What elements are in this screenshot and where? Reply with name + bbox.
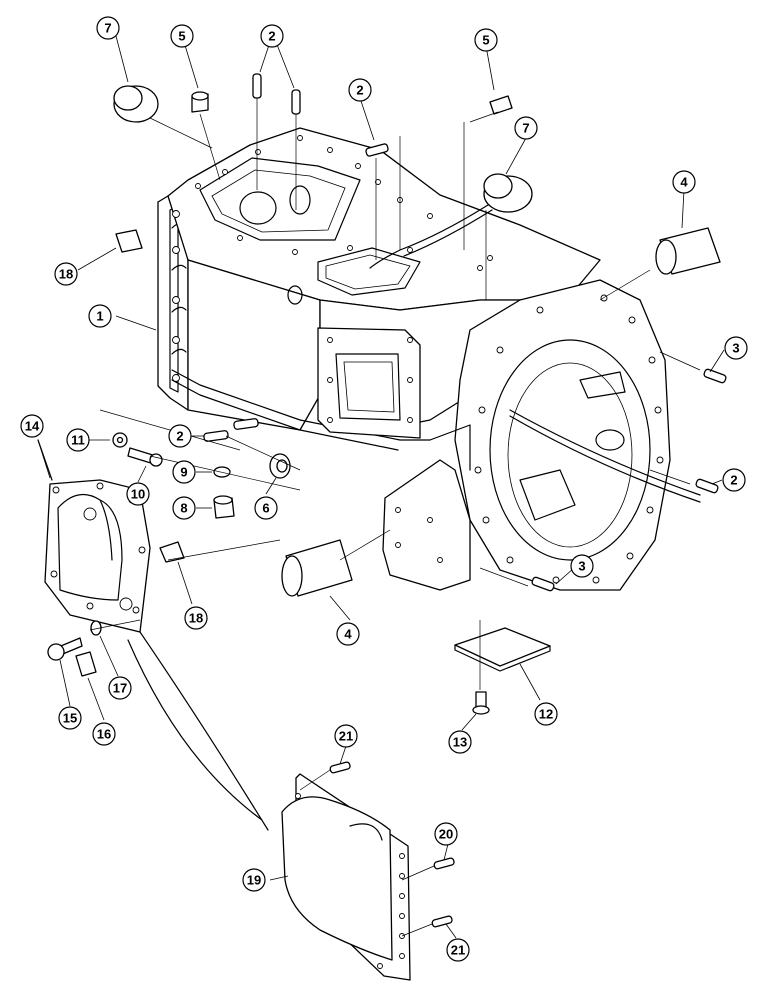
callout-2: 2 — [348, 78, 372, 102]
callout-label: 4 — [344, 627, 352, 642]
callout-5: 5 — [474, 28, 498, 52]
callout-label: 2 — [176, 429, 183, 444]
callout-label: 8 — [180, 501, 187, 516]
callout-6: 6 — [254, 496, 278, 520]
callout-label: 15 — [63, 711, 77, 726]
callout-18: 18 — [184, 606, 208, 630]
callout-15: 15 — [58, 706, 82, 730]
callout-label: 7 — [104, 21, 111, 36]
callout-label: 1 — [96, 309, 103, 324]
callout-3: 3 — [724, 336, 748, 360]
callout-label: 13 — [453, 735, 467, 750]
callout-label: 6 — [262, 501, 269, 516]
callout-3: 3 — [570, 554, 594, 578]
side-cover-right — [281, 773, 411, 981]
callout-label: 2 — [356, 83, 363, 98]
callout-label: 12 — [539, 707, 553, 722]
callout-16: 16 — [92, 722, 116, 746]
callout-label: 10 — [131, 487, 145, 502]
side-cover-left — [44, 479, 269, 831]
callout-label: 19 — [247, 873, 261, 888]
callout-21: 21 — [334, 724, 358, 748]
callout-2: 2 — [722, 468, 746, 492]
callout-18: 18 — [54, 262, 78, 286]
leader-lines — [37, 35, 725, 939]
callout-label: 18 — [59, 267, 73, 282]
callout-label: 21 — [339, 729, 353, 744]
small-parts — [37, 73, 727, 928]
callout-13: 13 — [448, 730, 472, 754]
callout-label: 5 — [178, 29, 185, 44]
callout-label: 2 — [730, 473, 737, 488]
callout-label: 4 — [680, 175, 688, 190]
callout-label: 2 — [268, 29, 275, 44]
callout-label: 21 — [451, 943, 465, 958]
alignment-lines — [89, 98, 701, 937]
callout-19: 19 — [242, 868, 266, 892]
callout-label: 3 — [732, 341, 739, 356]
callout-11: 11 — [66, 428, 90, 452]
callout-label: 11 — [71, 433, 85, 448]
callout-7: 7 — [514, 116, 538, 140]
callout-label: 7 — [522, 121, 529, 136]
callout-12: 12 — [534, 702, 558, 726]
callout-4: 4 — [672, 170, 696, 194]
transmission-housing — [157, 127, 701, 591]
callout-label: 3 — [578, 559, 585, 574]
callout-label: 17 — [113, 681, 127, 696]
callout-9: 9 — [172, 460, 196, 484]
callout-label: 16 — [97, 727, 111, 742]
callout-10: 10 — [126, 482, 150, 506]
callout-20: 20 — [434, 822, 458, 846]
callout-4: 4 — [336, 622, 360, 646]
callout-21: 21 — [446, 938, 470, 962]
callout-label: 20 — [439, 827, 453, 842]
callout-1: 1 — [88, 304, 112, 328]
callout-14: 14 — [20, 414, 44, 438]
callout-7: 7 — [96, 16, 120, 40]
callout-label: 14 — [25, 419, 40, 434]
callout-17: 17 — [108, 676, 132, 700]
callout-2: 2 — [260, 24, 284, 48]
callout-8: 8 — [172, 496, 196, 520]
callout-label: 9 — [180, 465, 187, 480]
callout-label: 18 — [189, 611, 203, 626]
callout-5: 5 — [170, 24, 194, 48]
callout-2: 2 — [168, 424, 192, 448]
callout-label: 5 — [482, 33, 489, 48]
